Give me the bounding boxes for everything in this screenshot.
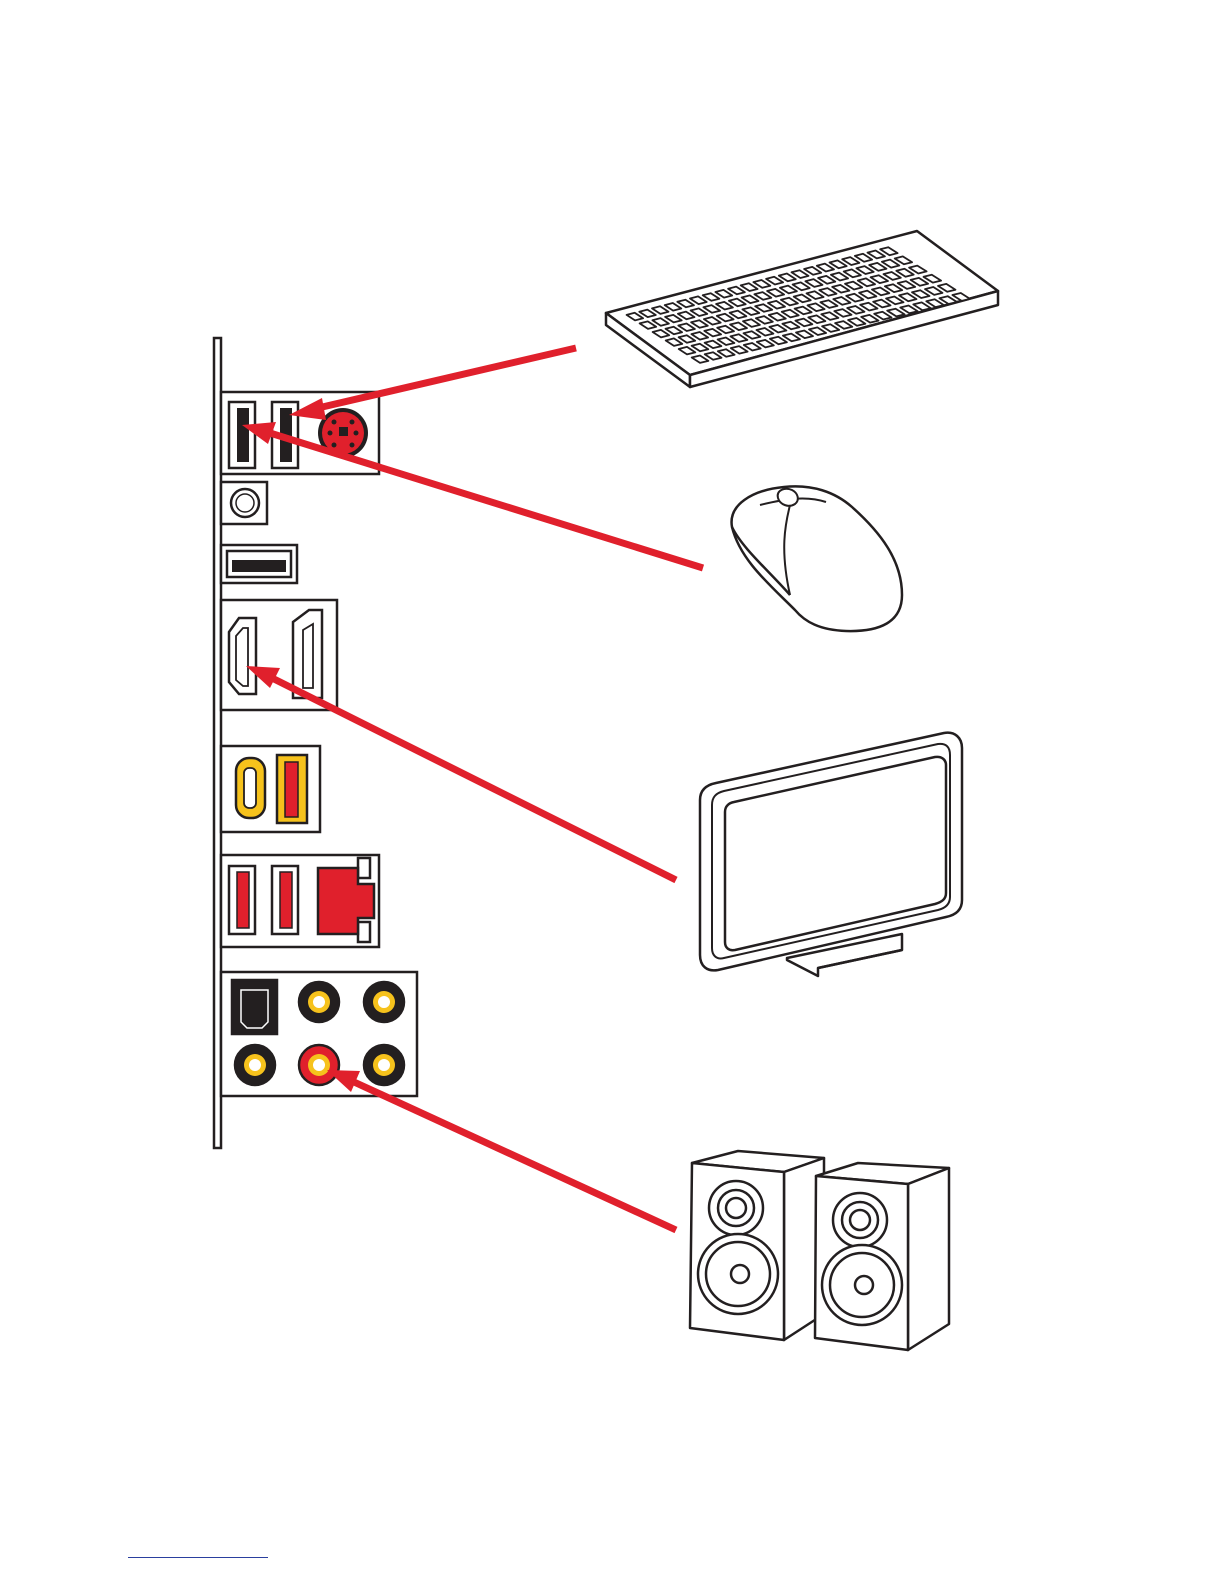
speaker-left	[690, 1151, 824, 1340]
hdmi-port	[229, 618, 256, 694]
usb-flash-bios-port	[221, 545, 297, 583]
port-group-usb-c	[221, 746, 320, 832]
usb-c-port	[236, 758, 265, 818]
mouse-icon	[732, 486, 902, 631]
usb-port	[229, 402, 255, 468]
clear-cmos-button	[221, 482, 267, 524]
usb-port-yellow	[277, 755, 307, 823]
audio-jack	[364, 982, 404, 1022]
audio-jack-red	[299, 1045, 339, 1085]
monitor-icon	[700, 733, 962, 976]
audio-jack	[299, 982, 339, 1022]
io-panel	[214, 338, 417, 1148]
arrow-mouse-to-usb	[242, 422, 703, 568]
port-group-video	[221, 600, 337, 710]
footer-rule	[128, 1557, 268, 1558]
lan-port	[318, 858, 374, 942]
audio-jack	[235, 1045, 275, 1085]
usb-port-red	[272, 866, 298, 934]
speakers-icon	[690, 1151, 949, 1350]
displayport-port	[293, 610, 322, 698]
keyboard-icon	[606, 231, 998, 387]
optical-spdif-port	[232, 980, 277, 1034]
port-group-audio	[221, 972, 417, 1096]
speaker-right	[815, 1163, 949, 1350]
audio-jack	[364, 1045, 404, 1085]
arrow-speakers-to-audio	[327, 1070, 676, 1230]
port-group-usb-lan	[221, 855, 379, 947]
usb-port-red	[229, 866, 255, 934]
